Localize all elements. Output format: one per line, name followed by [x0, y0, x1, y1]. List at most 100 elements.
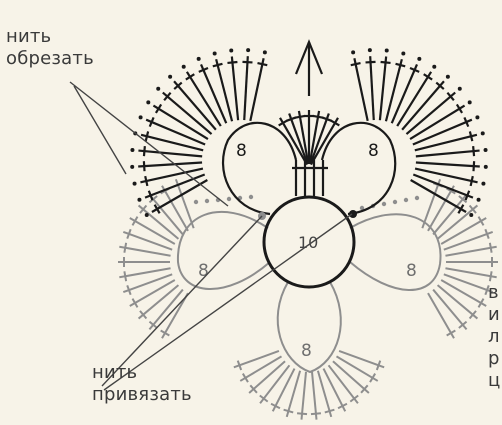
top-right-petal-stitch [415, 135, 477, 150]
right-edge-letter-1: в [488, 282, 500, 304]
upper-dark-petals [130, 42, 488, 217]
top-right-petal-chain-dot [432, 65, 436, 69]
top-right-petal-chain [322, 123, 395, 214]
bottom-petal-stitch [273, 369, 295, 412]
left-petal-stitch [123, 232, 172, 250]
top-right-petal-chain-dot [477, 198, 481, 202]
top-right-petal-chain-dot [368, 48, 372, 52]
top-right-petal-stitch-bar [471, 176, 473, 186]
top-left-petal-stitch-bar [144, 146, 145, 156]
top-left-petal-stitch-bar [144, 161, 145, 171]
top-left-petal-stitch [138, 151, 202, 157]
top-right-petal-stitch-bar [473, 161, 474, 171]
top-right-petal-stitch [354, 58, 367, 121]
top-left-petal-stitch-bar [242, 62, 252, 63]
right-petal-stitch [422, 179, 440, 228]
top-left-petal-chain-dot [130, 148, 134, 152]
top-left-petal-stitch [232, 56, 238, 120]
top-right-petal-stitch [416, 163, 480, 167]
cut-thread-label: нить обрезать [6, 26, 94, 70]
top-right-petal-stitch [416, 151, 480, 157]
left-petal-stitch [123, 274, 172, 292]
top-right-petal-chain-dot [417, 57, 421, 61]
right-petal-stitch [444, 232, 493, 250]
gray-chain-dot [393, 200, 397, 204]
right-edge-letter-4: р [488, 348, 500, 370]
gray-chain-dot [249, 195, 253, 199]
right-edge-letter-2: и [488, 304, 500, 326]
left-petal-stitch [176, 179, 194, 228]
gray-chain-dot [382, 202, 386, 206]
right-edge-label: в и л р ц [488, 282, 500, 392]
top-right-petal-chain-dot [468, 100, 472, 104]
top-left-petal-stitch-bar [213, 64, 223, 66]
top-right-petal-chain-dot [469, 213, 473, 217]
top-right-petal-stitch-bar [351, 63, 361, 65]
top-right-petal-chain-dot [446, 75, 450, 79]
bottom-petal-stitch [234, 351, 279, 367]
top-right-petal-chain-dot [351, 50, 355, 54]
top-right-petal-chain-dot [481, 182, 485, 186]
bottom-petal-stitch-bar [311, 413, 321, 414]
top-left-petal-chain-dot [139, 115, 143, 119]
tie-thread-line-2: привязать [92, 384, 192, 406]
bottom-petal-stitch [318, 371, 331, 417]
bottom-petal-stitch-bar [297, 413, 307, 414]
top-left-petal-chain-dot [182, 65, 186, 69]
tie-thread-line-1: нить [92, 362, 192, 384]
top-middle-stitch-bar [295, 116, 305, 118]
top-right-petal-stitch [386, 59, 402, 121]
top-left-petal-chain-dot [229, 49, 233, 53]
top-left-petal-chain-dot [156, 87, 160, 91]
top-right-petal-chain-dot [458, 87, 462, 91]
left-petal-stitch [119, 247, 170, 256]
top-right-petal-stitch-bar [396, 64, 406, 66]
top-right-petal-chain-dot [475, 115, 479, 119]
join-dot-right [349, 210, 357, 218]
bottom-petal-stitch [301, 372, 306, 420]
top-right-petal-chain-dot [484, 148, 488, 152]
bottom-petal-stitch [312, 372, 317, 420]
gray-chain-dot [194, 200, 198, 204]
bottom-petal-stitch [287, 371, 300, 417]
cut-thread-line-1: нить [6, 26, 94, 48]
top-right-petal-stitch [370, 56, 374, 120]
top-right-petal-chain-dot [481, 131, 485, 135]
center-ring-count: 10 [298, 233, 318, 252]
top-right-petal-count: 8 [368, 141, 379, 161]
top-left-petal-chain-dot [246, 48, 250, 52]
bottom-petal-stitch [323, 369, 345, 412]
tie-thread-label: нить привязать [92, 362, 192, 406]
right-petal-stitch [445, 268, 496, 277]
top-left-petal-chain [223, 123, 296, 214]
top-left-petal-count: 8 [236, 141, 247, 161]
top-middle-stitch-bar [313, 116, 323, 118]
bottom-petal-count: 8 [301, 341, 312, 361]
top-left-petal-chain-dot [168, 75, 172, 79]
right-edge-letter-5: ц [488, 370, 500, 392]
top-left-petal-chain-dot [197, 57, 201, 61]
right-petal-count: 8 [406, 261, 417, 281]
top-left-petal-stitch-bar [257, 63, 267, 65]
top-right-petal-stitch-bar [381, 62, 391, 63]
right-petal-stitch-bar [490, 243, 492, 253]
top-right-petal-chain-dot [484, 165, 488, 169]
top-right-petal-stitch [415, 169, 478, 183]
left-petal-stitch [119, 268, 170, 277]
bottom-petal-stitch-bar [325, 410, 335, 413]
right-petal-stitch [444, 274, 493, 292]
top-left-petal-stitch [138, 163, 202, 167]
cut-thread-line-2: обрезать [6, 48, 94, 70]
top-left-petal-stitch-bar [227, 62, 237, 63]
right-petal-stitch [445, 247, 496, 256]
top-left-petal-chain-dot [137, 198, 141, 202]
bottom-petal-stitch-bar [284, 410, 294, 413]
top-right-petal-stitch-bar [470, 131, 472, 141]
top-left-petal-chain-dot [130, 165, 134, 169]
gray-chain-dot [415, 196, 419, 200]
right-petal-stitch-bar [490, 271, 492, 281]
top-right-petal-chain-dot [401, 51, 405, 55]
top-left-petal-chain-dot [133, 182, 137, 186]
top-left-petal-stitch [140, 169, 203, 183]
top-left-petal-chain-dot [263, 50, 267, 54]
